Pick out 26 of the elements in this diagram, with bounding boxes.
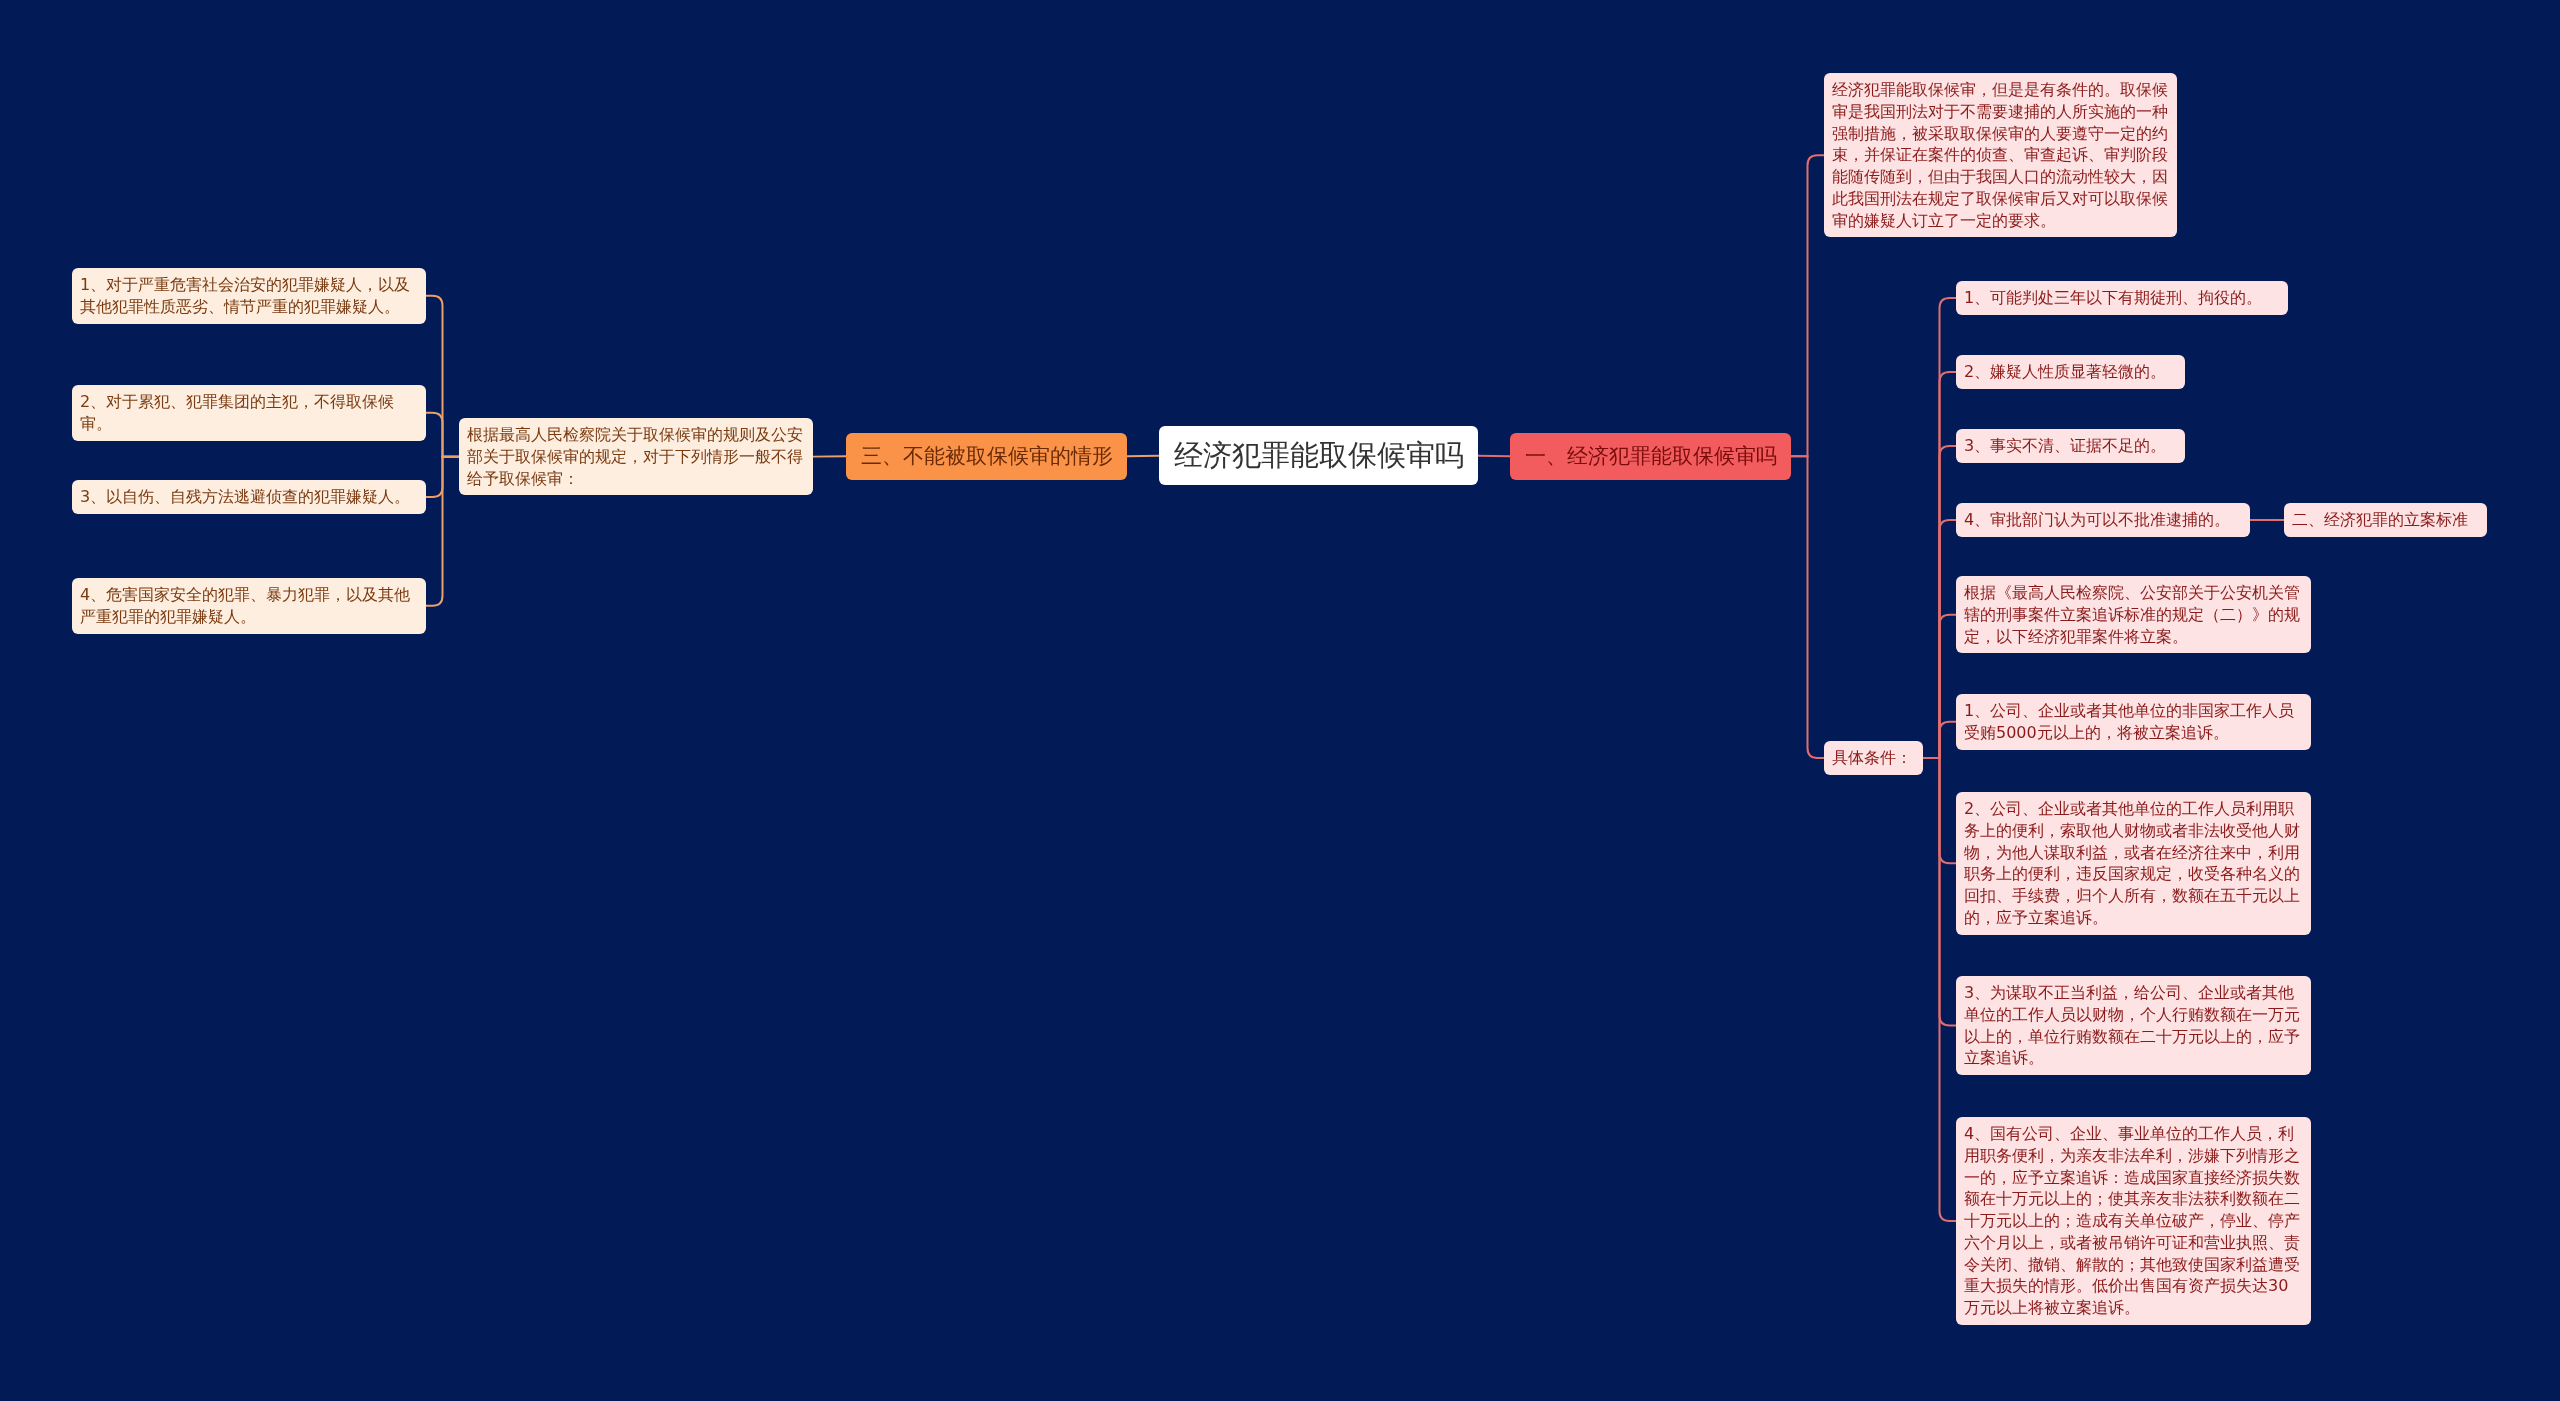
connector-line (2249, 518, 2285, 521)
topic-box: 3、以自伤、自残方法逃避侦查的犯罪嫌疑人。 (72, 480, 426, 514)
topic-box: 2、对于累犯、犯罪集团的主犯，不得取保候审。 (72, 385, 426, 441)
topic-box: 3、为谋取不正当利益，给公司、企业或者其他单位的工作人员以财物，个人行贿数额在一万元以上的，单位行贿数额在二十万元以上的，应予立案追诉。 (1956, 976, 2311, 1075)
topic-box: 4、危害国家安全的犯罪、暴力犯罪，以及其他严重犯罪的犯罪嫌疑人。 (72, 578, 426, 634)
topic-box: 2、嫌疑人性质显著轻微的。 (1956, 355, 2185, 389)
connector-line (425, 455, 460, 607)
connector-line (812, 455, 847, 458)
topic-box: 2、公司、企业或者其他单位的工作人员利用职务上的便利，索取他人财物或者非法收受他人财物，为他人谋取利益，或者在经济往来中，利用职务上的便利，违反国家规定，收受各种名义的回扣、手续费，归个人所有，数额在五千元以上的，应予立案追诉。 (1956, 792, 2311, 935)
connector-line (1477, 454, 1511, 458)
topic-box: 3、事实不清、证据不足的。 (1956, 429, 2185, 463)
topic-box: 1、公司、企业或者其他单位的非国家工作人员受贿5000元以上的，将被立案追诉。 (1956, 694, 2311, 750)
root-topic-box: 经济犯罪能取保候审吗 (1159, 426, 1478, 486)
topic-box: 经济犯罪能取保候审，但是是有条件的。取保候审是我国刑法对于不需要逮捕的人所实施的一种强制措施，被采取取保候审的人要遵守一定的约束，并保证在案件的侦查、审查起诉、审判阶段能随传随到，但由于我国人口的流动性较大，因此我国刑法在规定了取保候审后又对可以取保候审的嫌疑人订立了一定的要求。 (1824, 73, 2177, 238)
topic-box: 1、可能判处三年以下有期徒刑、拘役的。 (1956, 281, 2288, 315)
topic-box: 二、经济犯罪的立案标准 (2284, 503, 2487, 537)
topic-box: 4、审批部门认为可以不批准逮捕的。 (1956, 503, 2250, 537)
connector-line (1790, 455, 1825, 759)
topic-box: 根据《最高人民检察院、公安部关于公安机关管辖的刑事案件立案追诉标准的规定（二）》的规定，以下经济犯罪案件将立案。 (1956, 576, 2311, 654)
topic-box: 4、国有公司、企业、事业单位的工作人员，利用职务便利，为亲友非法牟利，涉嫌下列情形之一的，应予立案追诉：造成国家直接经济损失数额在十万元以上的；使其亲友非法获利数额在二十万元以上的；造成有关单位破产，停业、停产六个月以上，或者被吊销许可证和营业执照、责令关闭、撤销、解散的；其他致使国家利益遭受重大损失的情形。低价出售国有资产损失达30万元以上将被立案追诉。 (1956, 1117, 2311, 1325)
connector-line (1126, 454, 1160, 458)
branch-topic-box: 三、不能被取保候审的情形 (846, 433, 1127, 480)
topic-box: 根据最高人民检察院关于取保候审的规则及公安部关于取保候审的规定，对于下列情形一般不得给予取保候审： (459, 418, 813, 496)
topic-box: 1、对于严重危害社会治安的犯罪嫌疑人，以及其他犯罪性质恶劣、情节严重的犯罪嫌疑人。 (72, 268, 426, 324)
topic-box: 具体条件： (1824, 741, 1923, 775)
branch-topic-box: 一、经济犯罪能取保候审吗 (1510, 433, 1791, 480)
